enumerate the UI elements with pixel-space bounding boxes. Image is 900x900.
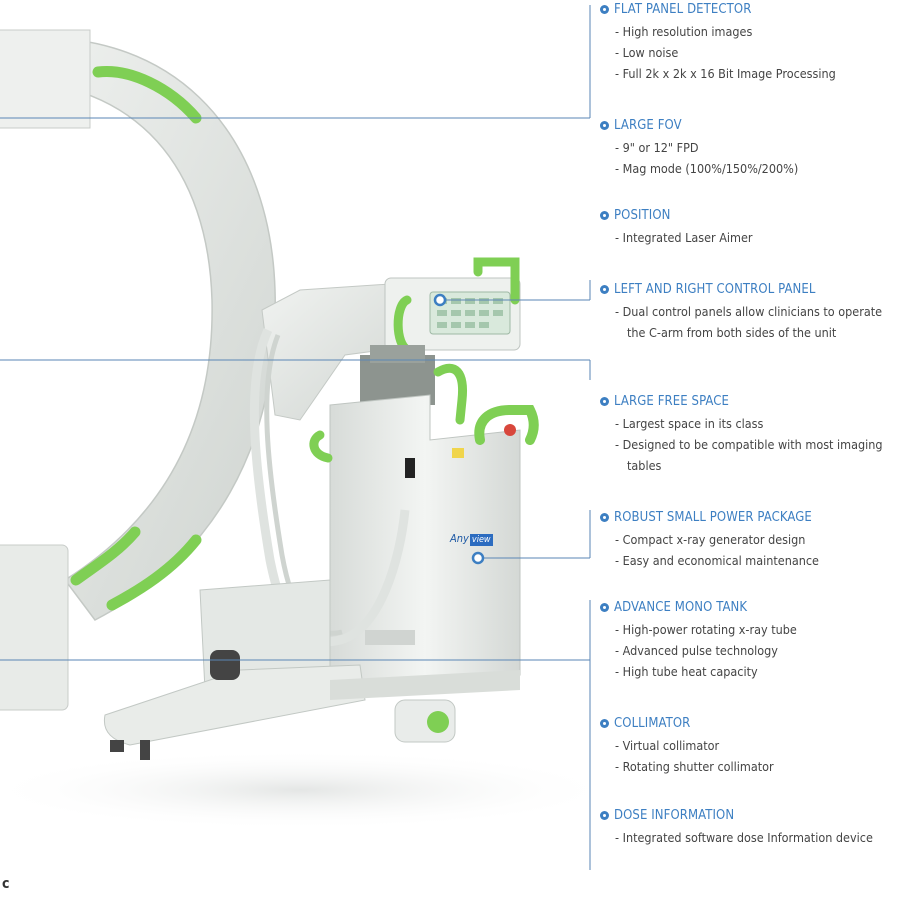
spec-item: Compact x-ray generator design	[615, 529, 892, 550]
detector-housing	[0, 29, 91, 129]
arc-handle-bottom-1	[70, 526, 141, 586]
callout-lines	[0, 5, 591, 870]
spec-section: LARGE FOV 9" or 12" FPDMag mode (100%/150…	[600, 118, 892, 179]
spec-title: FLAT PANEL DETECTOR	[614, 2, 752, 17]
spec-item: Advanced pulse technology	[615, 640, 892, 661]
bullet-circle-icon	[600, 397, 609, 406]
spec-item: High tube heat capacity	[615, 661, 892, 682]
spec-heading: ROBUST SMALL POWER PACKAGE	[600, 510, 892, 525]
spec-item: Integrated software dose Information dev…	[615, 827, 892, 848]
spec-items: Integrated Laser Aimer	[615, 227, 892, 248]
bullet-circle-icon	[600, 121, 609, 130]
tube-housing	[0, 544, 69, 711]
spec-title: POSITION	[614, 208, 671, 223]
spec-section: FLAT PANEL DETECTOR High resolution image…	[600, 2, 892, 84]
floor-shadow	[0, 750, 620, 830]
spec-items: High resolution imagesLow noiseFull 2k x…	[615, 21, 892, 84]
spec-heading: LARGE FOV	[600, 118, 892, 133]
rear-handle	[433, 363, 468, 425]
spec-item: Rotating shutter collimator	[615, 756, 892, 777]
side-handle	[309, 430, 333, 463]
spec-heading: COLLIMATOR	[600, 716, 892, 731]
push-handle	[474, 405, 539, 445]
spec-title: LARGE FOV	[614, 118, 682, 133]
arc-handle-bottom-2	[106, 534, 202, 611]
spec-item: Virtual collimator	[615, 735, 892, 756]
spec-item: Full 2k x 2k x 16 Bit Image Processing	[615, 63, 892, 84]
bullet-circle-icon	[600, 285, 609, 294]
warning-sticker	[452, 448, 464, 458]
spec-section: POSITION Integrated Laser Aimer	[600, 208, 892, 248]
brand-logo-badge: view	[469, 534, 493, 546]
spec-title: LEFT AND RIGHT CONTROL PANEL	[614, 282, 816, 297]
callout-dot-generator	[471, 551, 485, 565]
emergency-button	[504, 424, 516, 436]
stray-text: c	[2, 876, 10, 892]
spec-item: High resolution images	[615, 21, 892, 42]
spec-item: Dual control panels allow clinicians to …	[615, 301, 892, 343]
spec-heading: DOSE INFORMATION	[600, 808, 892, 823]
spec-items: 9" or 12" FPDMag mode (100%/150%/200%)	[615, 137, 892, 179]
spec-heading: LEFT AND RIGHT CONTROL PANEL	[600, 282, 892, 297]
callout-dot-panel	[433, 293, 447, 307]
bullet-circle-icon	[600, 5, 609, 14]
control-handle-top	[473, 257, 520, 305]
arc-handle-top	[92, 66, 202, 124]
spec-item: Easy and economical maintenance	[615, 550, 892, 571]
spec-heading: ADVANCE MONO TANK	[600, 600, 892, 615]
bullet-circle-icon	[600, 603, 609, 612]
spec-section: DOSE INFORMATION Integrated software dose…	[600, 808, 892, 848]
cabinet-label	[405, 458, 415, 478]
spec-items: Dual control panels allow clinicians to …	[615, 301, 892, 343]
spec-item: High-power rotating x-ray tube	[615, 619, 892, 640]
spec-items: High-power rotating x-ray tubeAdvanced p…	[615, 619, 892, 682]
brand-logo-text: Any	[450, 532, 469, 545]
spec-section: LARGE FREE SPACE Largest space in its cla…	[600, 394, 892, 476]
base-plate	[365, 630, 415, 645]
spec-items: Virtual collimatorRotating shutter colli…	[615, 735, 892, 777]
spec-items: Integrated software dose Information dev…	[615, 827, 892, 848]
bullet-circle-icon	[600, 211, 609, 220]
spec-items: Largest space in its classDesigned to be…	[615, 413, 892, 476]
spec-section: COLLIMATOR Virtual collimatorRotating shu…	[600, 716, 892, 777]
spec-section: LEFT AND RIGHT CONTROL PANEL Dual control…	[600, 282, 892, 343]
spec-heading: FLAT PANEL DETECTOR	[600, 2, 892, 17]
spec-title: ADVANCE MONO TANK	[614, 600, 748, 615]
spec-item: Mag mode (100%/150%/200%)	[615, 158, 892, 179]
column-neck	[370, 345, 425, 363]
spec-title: DOSE INFORMATION	[614, 808, 735, 823]
spec-heading: LARGE FREE SPACE	[600, 394, 892, 409]
base-front	[330, 670, 520, 700]
spec-heading: POSITION	[600, 208, 892, 223]
spec-section: ADVANCE MONO TANK High-power rotating x-r…	[600, 600, 892, 682]
bullet-circle-icon	[600, 513, 609, 522]
spec-item: 9" or 12" FPD	[615, 137, 892, 158]
spec-item: Largest space in its class	[615, 413, 892, 434]
spec-section: ROBUST SMALL POWER PACKAGE Compact x-ray …	[600, 510, 892, 571]
spec-title: ROBUST SMALL POWER PACKAGE	[614, 510, 812, 525]
spec-item: Integrated Laser Aimer	[615, 227, 892, 248]
bullet-circle-icon	[600, 719, 609, 728]
bullet-circle-icon	[600, 811, 609, 820]
spec-items: Compact x-ray generator designEasy and e…	[615, 529, 892, 571]
c-arm-arc	[0, 36, 276, 621]
spec-item: Designed to be compatible with most imag…	[615, 434, 892, 476]
spec-title: COLLIMATOR	[614, 716, 691, 731]
spec-item: Low noise	[615, 42, 892, 63]
spec-title: LARGE FREE SPACE	[614, 394, 730, 409]
